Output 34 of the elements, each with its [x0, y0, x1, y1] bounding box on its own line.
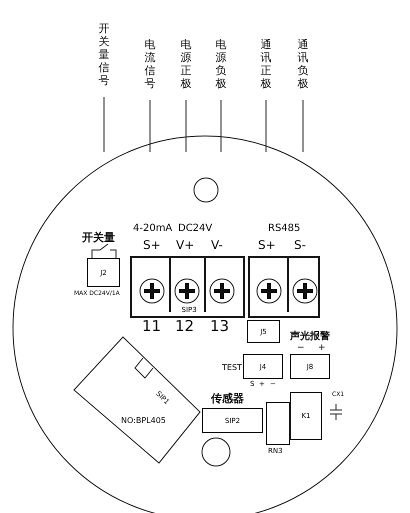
- terminal-label: V+: [176, 239, 194, 251]
- leader-line: [220, 100, 222, 152]
- polarity-label: −: [297, 344, 305, 353]
- sensor-socket: [202, 408, 263, 433]
- vertical-label: 通讯正极: [260, 38, 272, 90]
- terminal-label: S+: [143, 239, 161, 251]
- test-label: TEST: [222, 364, 242, 372]
- terminal-number: 12: [175, 319, 194, 334]
- terminal-number: 13: [210, 319, 230, 334]
- part-number: NO:BPL405: [121, 416, 166, 425]
- vertical-label: 开关量信号: [98, 22, 110, 87]
- terminal-number: 11: [142, 319, 162, 334]
- terminal-label: S-: [294, 239, 306, 251]
- alarm-label: 声光报警: [290, 332, 330, 342]
- connector-j8: [290, 354, 330, 379]
- vertical-label: 电源负极: [215, 38, 227, 90]
- polarity-label: +: [318, 344, 326, 353]
- signal-label: 4-20mA: [133, 224, 172, 234]
- signal-label: DC24V: [178, 224, 212, 234]
- sensor-label: 传感器: [211, 393, 244, 404]
- vertical-label: 电流信号: [144, 38, 156, 90]
- bus-label: RS485: [268, 224, 300, 234]
- leader-line: [302, 100, 304, 152]
- connector-j5: [247, 320, 280, 343]
- terminal-label: S+: [258, 239, 276, 251]
- terminal-label: V-: [211, 239, 223, 251]
- vertical-label: 通讯负极: [297, 38, 309, 90]
- relay-k1: [290, 392, 322, 440]
- vertical-label: 电源正极: [180, 38, 192, 90]
- switch-label: 开关量: [82, 232, 115, 243]
- terminal-block: [130, 256, 245, 318]
- connector-j2: [87, 258, 120, 287]
- terminal-block: [248, 256, 320, 318]
- connector-j4: [243, 354, 283, 379]
